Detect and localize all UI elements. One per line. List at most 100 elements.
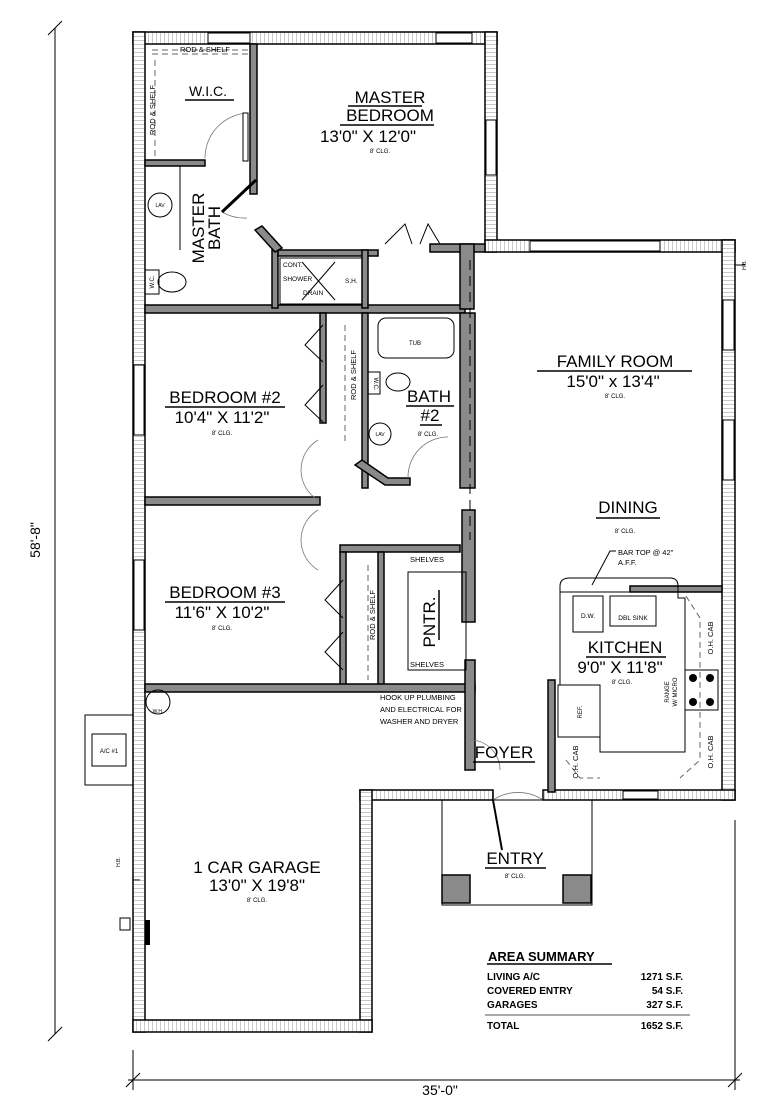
dimension-width: 35'-0" bbox=[125, 820, 743, 1098]
window bbox=[622, 790, 659, 800]
svg-text:CONT.: CONT. bbox=[283, 262, 303, 269]
svg-text:ROD & SHELF: ROD & SHELF bbox=[148, 85, 157, 135]
ac-unit bbox=[84, 714, 134, 786]
svg-text:8' CLG.: 8' CLG. bbox=[615, 529, 635, 535]
area-summary-title: AREA SUMMARY bbox=[488, 949, 595, 964]
bath2-label: BATH bbox=[407, 387, 451, 406]
toilet-icon bbox=[385, 372, 411, 392]
svg-text:AND ELECTRICAL FOR: AND ELECTRICAL FOR bbox=[380, 705, 462, 714]
svg-text:8' CLG.: 8' CLG. bbox=[370, 149, 390, 155]
area-summary: AREA SUMMARY LIVING A/C 1271 S.F. COVERE… bbox=[485, 949, 690, 1032]
refrigerator bbox=[557, 684, 601, 738]
svg-text:8' CLG.: 8' CLG. bbox=[212, 626, 232, 632]
exterior-walls bbox=[132, 31, 736, 1033]
svg-text:SHELVES: SHELVES bbox=[410, 660, 444, 669]
dining-label: DINING bbox=[598, 498, 658, 517]
svg-text:ROD & SHELF: ROD & SHELF bbox=[368, 590, 377, 640]
sink-icon bbox=[609, 595, 657, 627]
svg-text:O.H. CAB: O.H. CAB bbox=[706, 622, 715, 655]
svg-text:O.H. CAB: O.H. CAB bbox=[706, 736, 715, 769]
wic-label: W.I.C. bbox=[189, 83, 227, 99]
foyer-label: FOYER bbox=[475, 743, 534, 762]
svg-text:1271 S.F.: 1271 S.F. bbox=[641, 972, 683, 983]
bedroom3-label: BEDROOM #3 bbox=[169, 583, 280, 602]
window bbox=[435, 32, 473, 44]
svg-text:W.H.: W.H. bbox=[153, 709, 164, 715]
lav-icon bbox=[368, 422, 392, 446]
toilet-icon bbox=[157, 271, 187, 293]
svg-text:W.C.: W.C. bbox=[372, 378, 378, 391]
range-icon bbox=[684, 669, 719, 711]
svg-text:327 S.F.: 327 S.F. bbox=[646, 1000, 683, 1011]
svg-text:8' CLG.: 8' CLG. bbox=[418, 432, 438, 438]
svg-text:W/ MICRO: W/ MICRO bbox=[673, 677, 679, 706]
hose-bib-label: H.B. bbox=[116, 857, 122, 867]
svg-text:DRAIN: DRAIN bbox=[303, 290, 324, 297]
svg-text:LAV: LAV bbox=[375, 432, 385, 438]
svg-text:11'6" X 10'2": 11'6" X 10'2" bbox=[175, 603, 270, 622]
svg-text:O.H. CAB: O.H. CAB bbox=[571, 746, 580, 779]
window bbox=[207, 32, 251, 44]
tub-icon bbox=[377, 317, 455, 359]
svg-text:8' CLG.: 8' CLG. bbox=[212, 431, 232, 437]
svg-text:BAR TOP @ 42": BAR TOP @ 42" bbox=[618, 548, 674, 557]
width-label: 35'-0" bbox=[422, 1082, 458, 1098]
svg-text:13'0" X 12'0": 13'0" X 12'0" bbox=[320, 127, 416, 146]
bedroom2-label: BEDROOM #2 bbox=[169, 388, 280, 407]
entry-porch bbox=[441, 799, 593, 906]
shower-icon bbox=[279, 257, 363, 305]
svg-text:8' CLG.: 8' CLG. bbox=[505, 874, 525, 880]
svg-text:ROD & SHELF: ROD & SHELF bbox=[349, 350, 358, 400]
window bbox=[722, 419, 735, 481]
svg-text:#2: #2 bbox=[421, 406, 440, 425]
svg-text:SHOWER: SHOWER bbox=[283, 276, 313, 283]
interior-walls bbox=[144, 43, 723, 793]
master-bedroom-label: MASTER bbox=[355, 88, 426, 107]
svg-text:LAV: LAV bbox=[155, 203, 165, 209]
svg-text:S.H.: S.H. bbox=[345, 278, 358, 285]
svg-text:REF.: REF. bbox=[578, 705, 584, 718]
svg-text:BATH: BATH bbox=[205, 206, 224, 250]
dimension-depth: 58'-8" bbox=[27, 20, 63, 1042]
depth-label: 58'-8" bbox=[27, 522, 43, 558]
svg-text:LIVING A/C: LIVING A/C bbox=[487, 972, 540, 983]
svg-text:15'0" x 13'4": 15'0" x 13'4" bbox=[566, 372, 659, 391]
svg-text:A.F.F.: A.F.F. bbox=[618, 558, 637, 567]
svg-text:10'4" X 11'2": 10'4" X 11'2" bbox=[175, 408, 270, 427]
svg-text:BEDROOM: BEDROOM bbox=[346, 106, 434, 125]
svg-text:1652 S.F.: 1652 S.F. bbox=[641, 1021, 683, 1032]
svg-text:HOOK UP PLUMBING: HOOK UP PLUMBING bbox=[380, 693, 456, 702]
svg-text:DBL SINK: DBL SINK bbox=[618, 615, 648, 622]
bar-top bbox=[559, 577, 679, 593]
svg-text:8' CLG.: 8' CLG. bbox=[247, 898, 267, 904]
svg-text:54 S.F.: 54 S.F. bbox=[652, 986, 683, 997]
window bbox=[133, 559, 145, 631]
window bbox=[722, 299, 735, 351]
svg-text:TUB: TUB bbox=[409, 341, 421, 347]
svg-text:WASHER AND DRYER: WASHER AND DRYER bbox=[380, 717, 459, 726]
doors bbox=[204, 112, 544, 851]
lav-icon bbox=[147, 192, 173, 218]
svg-text:TOTAL: TOTAL bbox=[487, 1021, 519, 1032]
svg-text:H.B.: H.B. bbox=[742, 260, 748, 270]
svg-text:GARAGES: GARAGES bbox=[487, 1000, 538, 1011]
svg-text:RANGE: RANGE bbox=[665, 681, 671, 702]
pantry-label: PNTR. bbox=[420, 597, 439, 648]
ac-label: A/C #1 bbox=[100, 749, 119, 755]
svg-text:9'0" X 11'8": 9'0" X 11'8" bbox=[577, 658, 662, 677]
svg-text:8' CLG.: 8' CLG. bbox=[612, 680, 632, 686]
svg-text:COVERED ENTRY: COVERED ENTRY bbox=[487, 986, 573, 997]
svg-text:W.C.: W.C. bbox=[150, 275, 156, 288]
window bbox=[133, 364, 145, 436]
dishwasher bbox=[572, 595, 604, 633]
master-bath-label: MASTER bbox=[189, 193, 208, 264]
svg-text:13'0" X 19'8": 13'0" X 19'8" bbox=[209, 876, 305, 895]
water-heater-icon bbox=[145, 689, 171, 715]
entry-label: ENTRY bbox=[486, 849, 543, 868]
kitchen-label: KITCHEN bbox=[588, 638, 663, 657]
svg-text:D.W.: D.W. bbox=[581, 613, 595, 620]
sliding-door bbox=[529, 240, 661, 252]
window bbox=[485, 119, 497, 176]
fixtures bbox=[84, 49, 745, 945]
